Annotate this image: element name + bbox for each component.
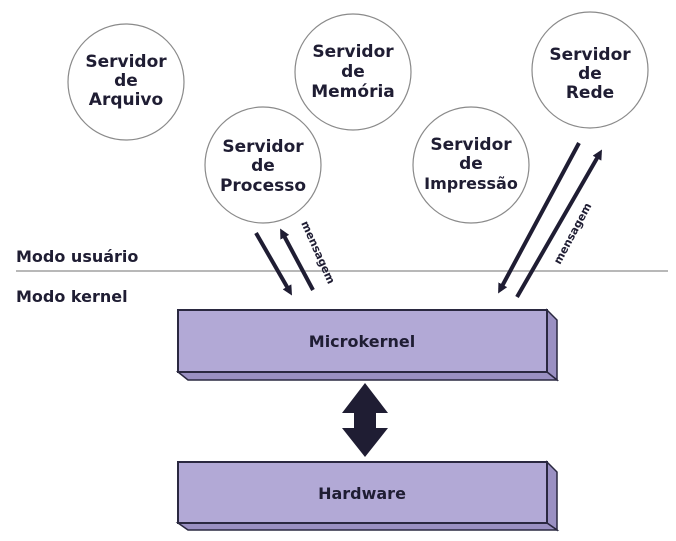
server-label-line: Servidor [222, 137, 304, 157]
bidirectional-arrow-icon [342, 383, 388, 457]
message-label-right: mensagem [551, 201, 594, 267]
layer-side-face [546, 308, 558, 382]
hardware-label: Hardware [318, 484, 406, 503]
layer-bottom-face [175, 371, 560, 381]
microkernel-layer: Microkernel [175, 308, 560, 382]
server-label-line: de [459, 154, 483, 174]
server-circle [531, 11, 649, 129]
server-label-line: Servidor [85, 52, 167, 72]
server-label-line: Servidor [312, 42, 394, 62]
server-circle [67, 23, 185, 141]
server-label-line: de [114, 71, 138, 91]
server-circle [204, 106, 322, 224]
server-label-line: Processo [220, 176, 306, 196]
message-arrow-down-right [498, 142, 581, 294]
kernel-mode-label: Modo kernel [16, 287, 128, 306]
server-label-line: Rede [566, 83, 614, 103]
microkernel-label: Microkernel [309, 332, 415, 351]
hardware-layer: Hardware [175, 460, 560, 532]
layer-bottom-face [175, 522, 560, 531]
server-label-line: de [341, 62, 365, 82]
server-label-line: Servidor [549, 45, 631, 65]
server-rede: Servidor de Rede [531, 11, 649, 129]
server-circle [294, 13, 412, 131]
layer-front-face [177, 309, 548, 373]
layer-front-face [177, 461, 548, 524]
user-mode-label: Modo usuário [16, 247, 138, 266]
layer-side-face [546, 460, 558, 532]
message-arrow-down-left [254, 232, 292, 296]
server-circle [412, 106, 530, 224]
message-arrow-up-right [515, 149, 602, 298]
server-arquivo: Servidor de Arquivo [67, 23, 185, 141]
server-processo: Servidor de Processo [204, 106, 322, 224]
server-label-line: Servidor [430, 135, 512, 155]
server-label-line: Memória [311, 82, 395, 102]
server-memoria: Servidor de Memória [294, 13, 412, 131]
server-impressao: Servidor de Impressão [412, 106, 530, 224]
message-arrow-up-left [280, 228, 315, 291]
server-label-line: de [578, 64, 602, 84]
server-label-line: Impressão [424, 174, 518, 193]
server-label-line: de [251, 156, 275, 176]
server-label-line: Arquivo [89, 90, 163, 110]
